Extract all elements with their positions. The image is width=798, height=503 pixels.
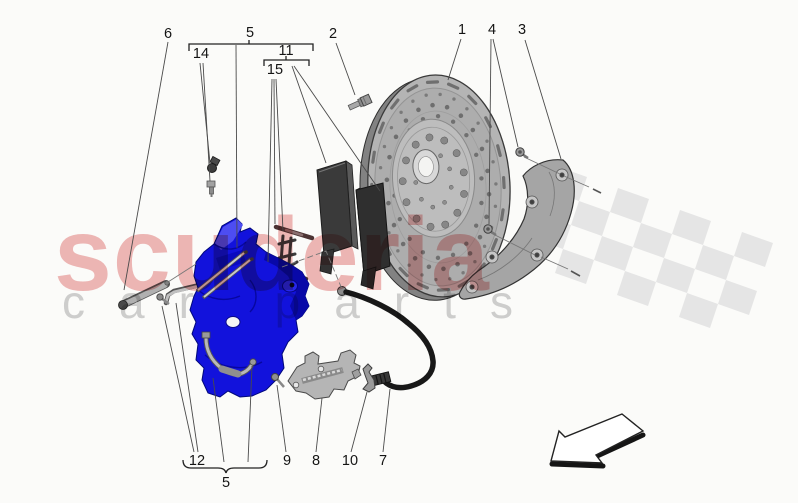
- callout-12: 12: [189, 453, 205, 469]
- grouping-brace-bottom: [182, 459, 268, 474]
- callout-2: 2: [329, 26, 337, 42]
- watermark-brand: scuderia: [54, 197, 490, 313]
- callout-6: 6: [164, 26, 172, 42]
- hose-clip: [362, 363, 376, 393]
- guide-pin: [118, 280, 170, 310]
- clip-bolt: [156, 293, 170, 305]
- splash-guard: [458, 159, 575, 300]
- grouping-bracket-pads: [263, 56, 310, 66]
- callout-3: 3: [518, 22, 526, 38]
- bracket-screw: [271, 373, 285, 388]
- pad-spring-clip: [163, 281, 207, 306]
- callout-8: 8: [312, 453, 320, 469]
- caliper-guide-pins: [195, 250, 254, 300]
- caliper-brake-pipe: [201, 331, 257, 378]
- callout-7: 7: [379, 453, 387, 469]
- brake-disc: [359, 74, 511, 301]
- disc-fixing-screw: [347, 93, 373, 111]
- callout-9: 9: [283, 453, 291, 469]
- grouping-bracket-caliper: [188, 40, 314, 51]
- callout-14: 14: [193, 46, 209, 62]
- hose-bracket: [287, 349, 362, 400]
- callout-15: 15: [267, 62, 283, 78]
- direction-arrow-icon: [549, 413, 646, 469]
- callout-10: 10: [342, 453, 358, 469]
- callout-5-bottom: 5: [222, 475, 230, 491]
- watermark-tagline: car parts: [62, 276, 547, 328]
- splash-guard-screws: [483, 147, 529, 237]
- callouts: 6 5 14 11 15 2 1 4 3 12 5 9 8 10 7: [164, 22, 526, 491]
- callout-4: 4: [488, 22, 496, 38]
- callout-1: 1: [458, 22, 466, 38]
- callout-11: 11: [278, 43, 293, 59]
- alignment-lines: [167, 156, 602, 290]
- callout-5-top: 5: [246, 25, 254, 41]
- leader-lines: [123, 38, 562, 463]
- brake-caliper: [189, 217, 310, 398]
- brake-pads: [316, 160, 391, 290]
